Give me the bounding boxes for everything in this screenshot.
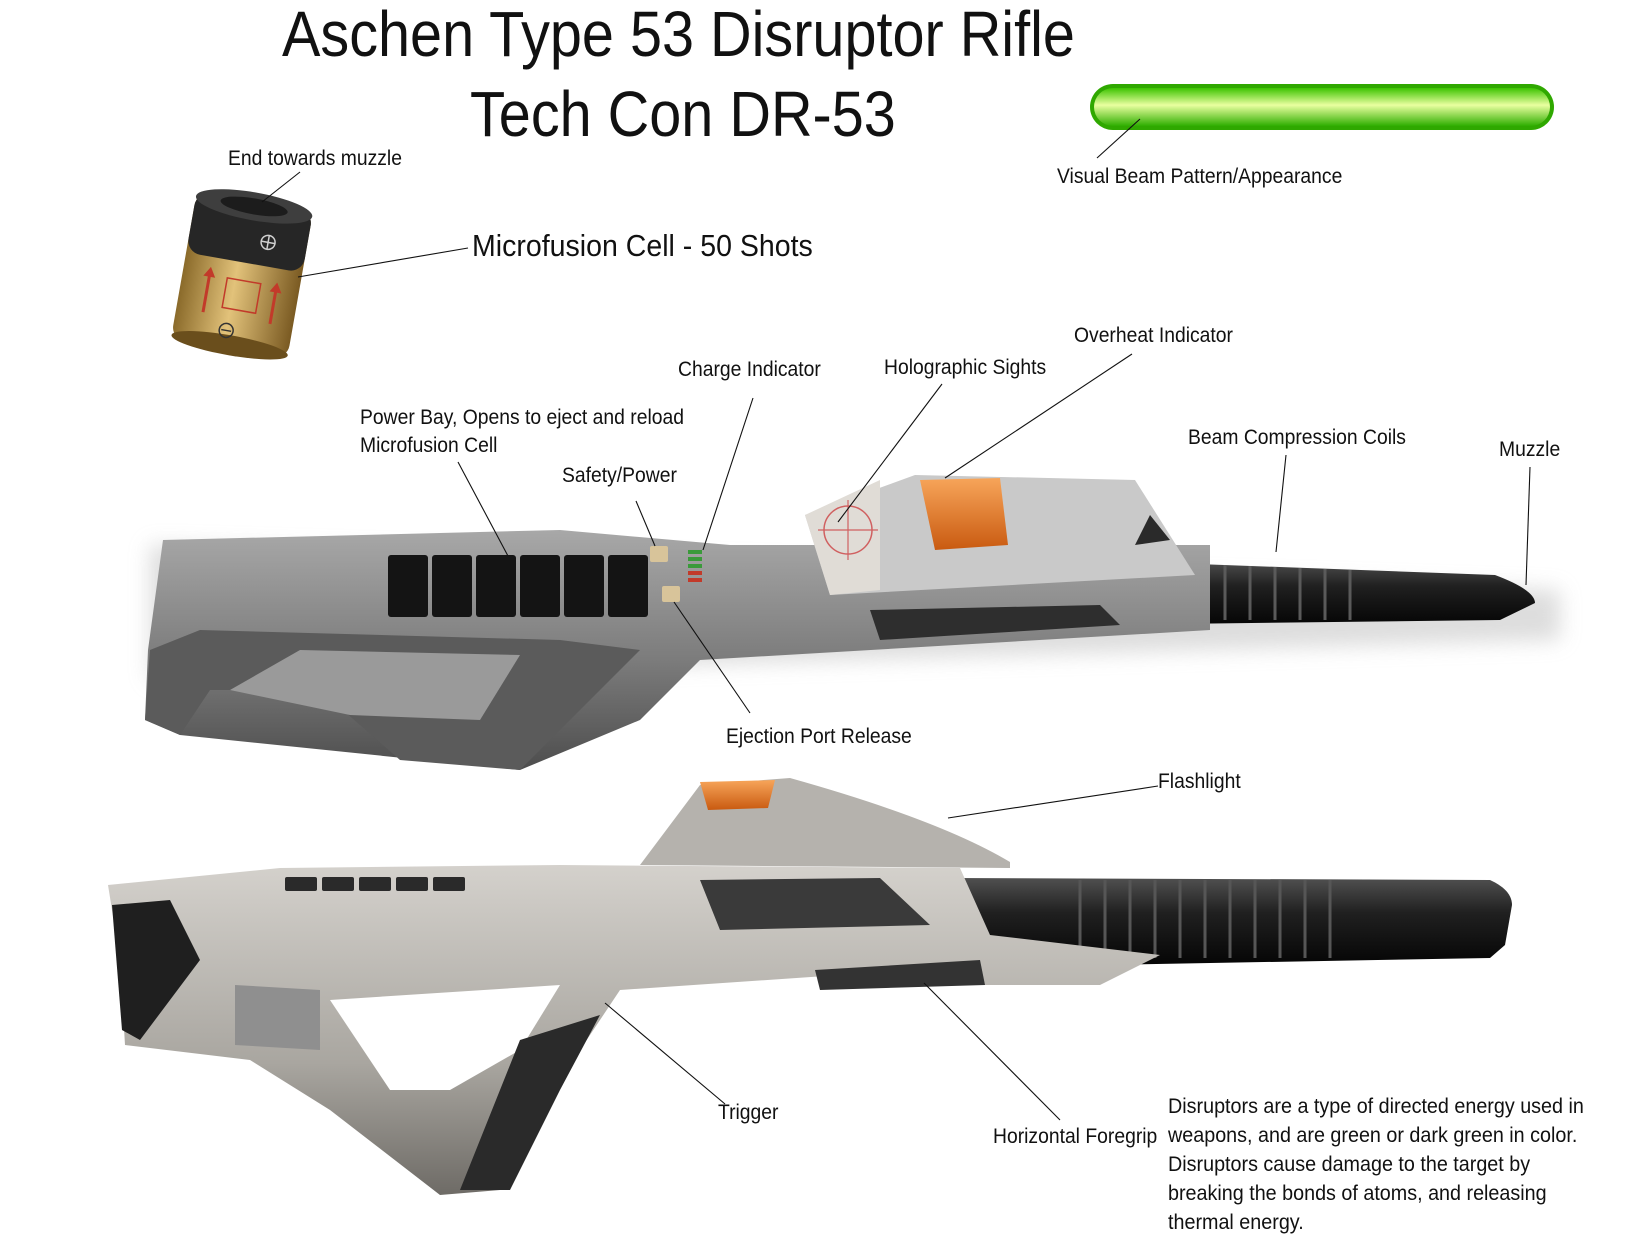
label-charge: Charge Indicator: [678, 358, 821, 381]
leader-muzzle: [1525, 466, 1531, 586]
microfusion-cell: [171, 189, 313, 360]
leader-cell-end: [261, 171, 301, 203]
label-trigger: Trigger: [718, 1101, 779, 1124]
leader-coils: [1275, 454, 1287, 553]
label-flashlight: Flashlight: [1158, 770, 1241, 793]
label-holo-sights: Holographic Sights: [884, 356, 1047, 379]
beam-pattern: [1090, 84, 1554, 130]
label-muzzle: Muzzle: [1499, 438, 1561, 461]
leader-lines: [261, 118, 1531, 1121]
label-foregrip: Horizontal Foregrip: [993, 1125, 1158, 1148]
leader-trigger: [604, 1002, 726, 1105]
label-cell-name: Microfusion Cell - 50 Shots: [472, 228, 813, 263]
label-ejection: Ejection Port Release: [726, 725, 912, 748]
leader-overheat: [944, 353, 1133, 479]
rifle-side-view-top: [145, 475, 1560, 770]
title-line-2: Tech Con DR-53: [470, 78, 896, 150]
label-cell-end: End towards muzzle: [228, 147, 402, 170]
leader-cell-name: [297, 247, 469, 278]
title-line-1: Aschen Type 53 Disruptor Rifle: [282, 0, 1075, 70]
leader-flashlight: [947, 785, 1159, 819]
label-overheat: Overheat Indicator: [1074, 324, 1233, 347]
leader-safety: [635, 500, 656, 547]
label-power-bay-2: Microfusion Cell: [360, 434, 498, 457]
rifle-side-view-bottom: [108, 778, 1512, 1195]
label-safety: Safety/Power: [562, 464, 677, 487]
leader-ejection: [673, 601, 751, 714]
label-power-bay-1: Power Bay, Opens to eject and reload: [360, 406, 684, 429]
leader-beam: [1096, 118, 1141, 159]
description-text: Disruptors are a type of directed energy…: [1168, 1095, 1584, 1234]
leader-foregrip: [923, 982, 1061, 1121]
leader-charge: [702, 397, 754, 551]
leader-holo: [837, 383, 943, 523]
label-coils: Beam Compression Coils: [1188, 426, 1406, 449]
leader-power-bay: [457, 461, 509, 557]
label-beam: Visual Beam Pattern/Appearance: [1057, 165, 1343, 188]
